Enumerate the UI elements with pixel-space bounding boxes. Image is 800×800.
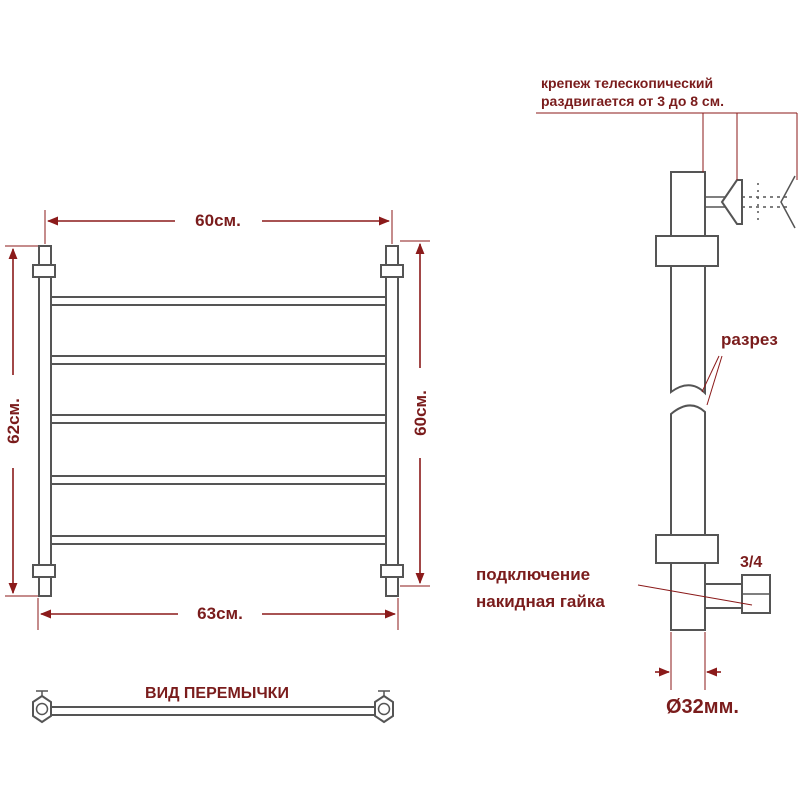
mount-note-line2: раздвигается от 3 до 8 см.: [541, 93, 724, 109]
bracket-bottom-right: [380, 564, 404, 578]
thread-size-label: 3/4: [740, 554, 762, 571]
bracket-bottom-left: [32, 564, 56, 578]
dim-height-right: 60см.: [400, 240, 430, 587]
bracket-top-right: [380, 264, 404, 278]
diameter-label: Ø32мм.: [666, 696, 739, 718]
cut-callout: разрез: [701, 330, 778, 406]
connection-line2: накидная гайка: [476, 592, 605, 611]
cut-label: разрез: [721, 330, 778, 349]
left-collector: [38, 245, 52, 597]
bridge-bar: [49, 706, 385, 716]
width-top-label: 60см.: [195, 211, 241, 230]
connection-line1: подключение: [476, 565, 590, 584]
height-left-label: 62см.: [4, 398, 23, 444]
mount-note: крепеж телескопический раздвигается от 3…: [536, 75, 798, 180]
dim-diameter: Ø32мм.: [655, 632, 739, 718]
rungs: [49, 296, 387, 545]
bracket-top-left: [32, 264, 56, 278]
side-clamp-top: [655, 235, 719, 267]
width-bottom-label: 63см.: [197, 604, 243, 623]
front-view: 60см. 62см. 60см. 63см.: [4, 210, 430, 630]
rung: [49, 535, 387, 545]
side-clamp-bottom: [655, 534, 719, 564]
connection-fitting: 3/4: [704, 554, 771, 614]
mount-note-line1: крепеж телескопический: [541, 75, 713, 91]
bridge-caption: ВИД ПЕРЕМЫЧКИ: [145, 685, 289, 702]
side-view: крепеж телескопический раздвигается от 3…: [476, 75, 798, 718]
height-right-label: 60см.: [411, 390, 430, 436]
rung: [49, 296, 387, 306]
rung: [49, 355, 387, 365]
dim-width-top: 60см.: [44, 210, 393, 244]
dim-height-left: 62см.: [4, 245, 38, 597]
side-pipe-upper: [670, 171, 706, 396]
right-collector: [385, 245, 399, 597]
dim-width-bottom: 63см.: [37, 598, 399, 630]
bridge-view: ВИД ПЕРЕМЫЧКИ: [32, 685, 394, 724]
rung: [49, 414, 387, 424]
connection-callout: подключение накидная гайка: [476, 565, 753, 611]
telescopic-mount: [705, 175, 796, 229]
rung: [49, 475, 387, 485]
